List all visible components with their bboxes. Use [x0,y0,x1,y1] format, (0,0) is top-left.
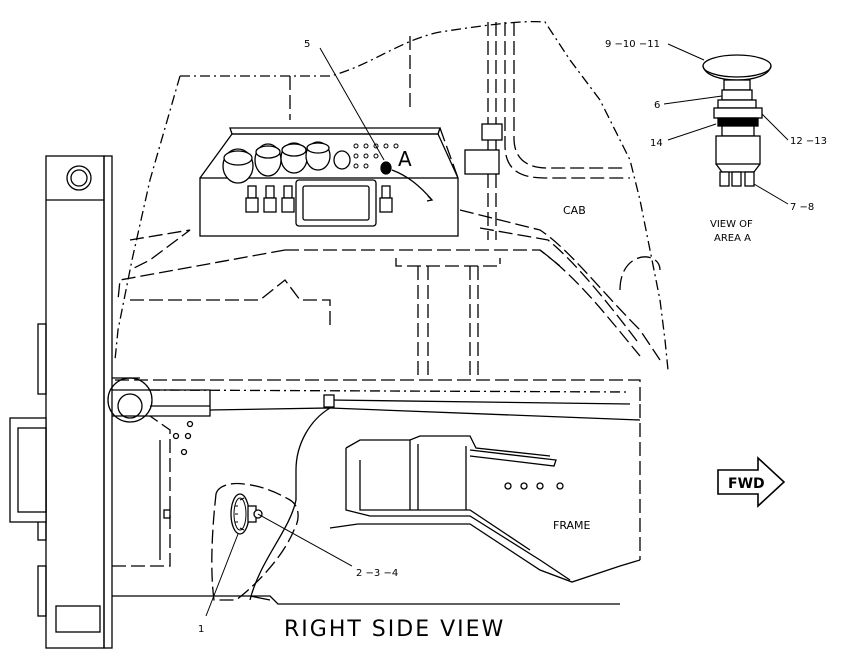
fwd-label: FWD [728,476,765,492]
callout-leaders [205,43,789,617]
floor-support-right [469,266,479,380]
dash-panel [199,127,459,237]
callout-2-3-4: 2 −3 −4 [356,568,398,579]
cab-sweep-line-3 [539,249,641,357]
view-caption-line2: AREA A [714,233,751,244]
frame-structure [112,394,641,605]
switch-dots [353,143,399,169]
callout-5: 5 [304,39,310,50]
floor-diagonal [129,229,191,271]
cab-post-5 [504,22,630,179]
cab-outline [180,20,669,371]
callout-14: 14 [650,138,663,149]
floor-platform [117,249,561,301]
callout-7-8: 7 −8 [790,202,814,213]
frame-crossmember [107,377,211,423]
cab-post-6 [513,22,625,169]
area-a-detail [702,54,772,187]
cab-sweep-line-2 [479,227,641,346]
area-a-marker: A [398,147,412,171]
cab-sweep-line-1 [459,209,661,361]
wall-bracket-upper [481,123,503,141]
floor-step [130,279,331,330]
callout-9-10-11: 9 −10 −11 [605,39,660,50]
fwd-arrow-icon [717,456,786,508]
callout-6: 6 [654,100,660,111]
callout-12-13: 12 −13 [790,136,827,147]
dash-display [295,179,377,227]
cab-inner-outline [114,75,181,361]
front-rounded-corner [619,256,661,291]
cab-label: CAB [563,204,586,217]
page-title: RIGHT SIDE VIEW [284,617,505,642]
wall-bracket-lower [464,149,500,175]
cab-floor-line [149,389,631,393]
cab-rear-wall [115,379,641,404]
battery-area-outline [211,482,299,601]
area-a-switch [380,161,392,175]
disconnect-switch-lower [230,493,263,535]
floor-crossbar [395,258,501,267]
frame-label: FRAME [553,519,591,532]
view-caption-line1: VIEW OF [710,219,753,230]
callout-1: 1 [198,624,204,635]
dash-knobs [245,185,393,213]
floor-support-left [417,266,429,380]
frame-mount [323,394,335,408]
gauge-cluster [222,141,351,184]
rear-frame [9,155,113,649]
